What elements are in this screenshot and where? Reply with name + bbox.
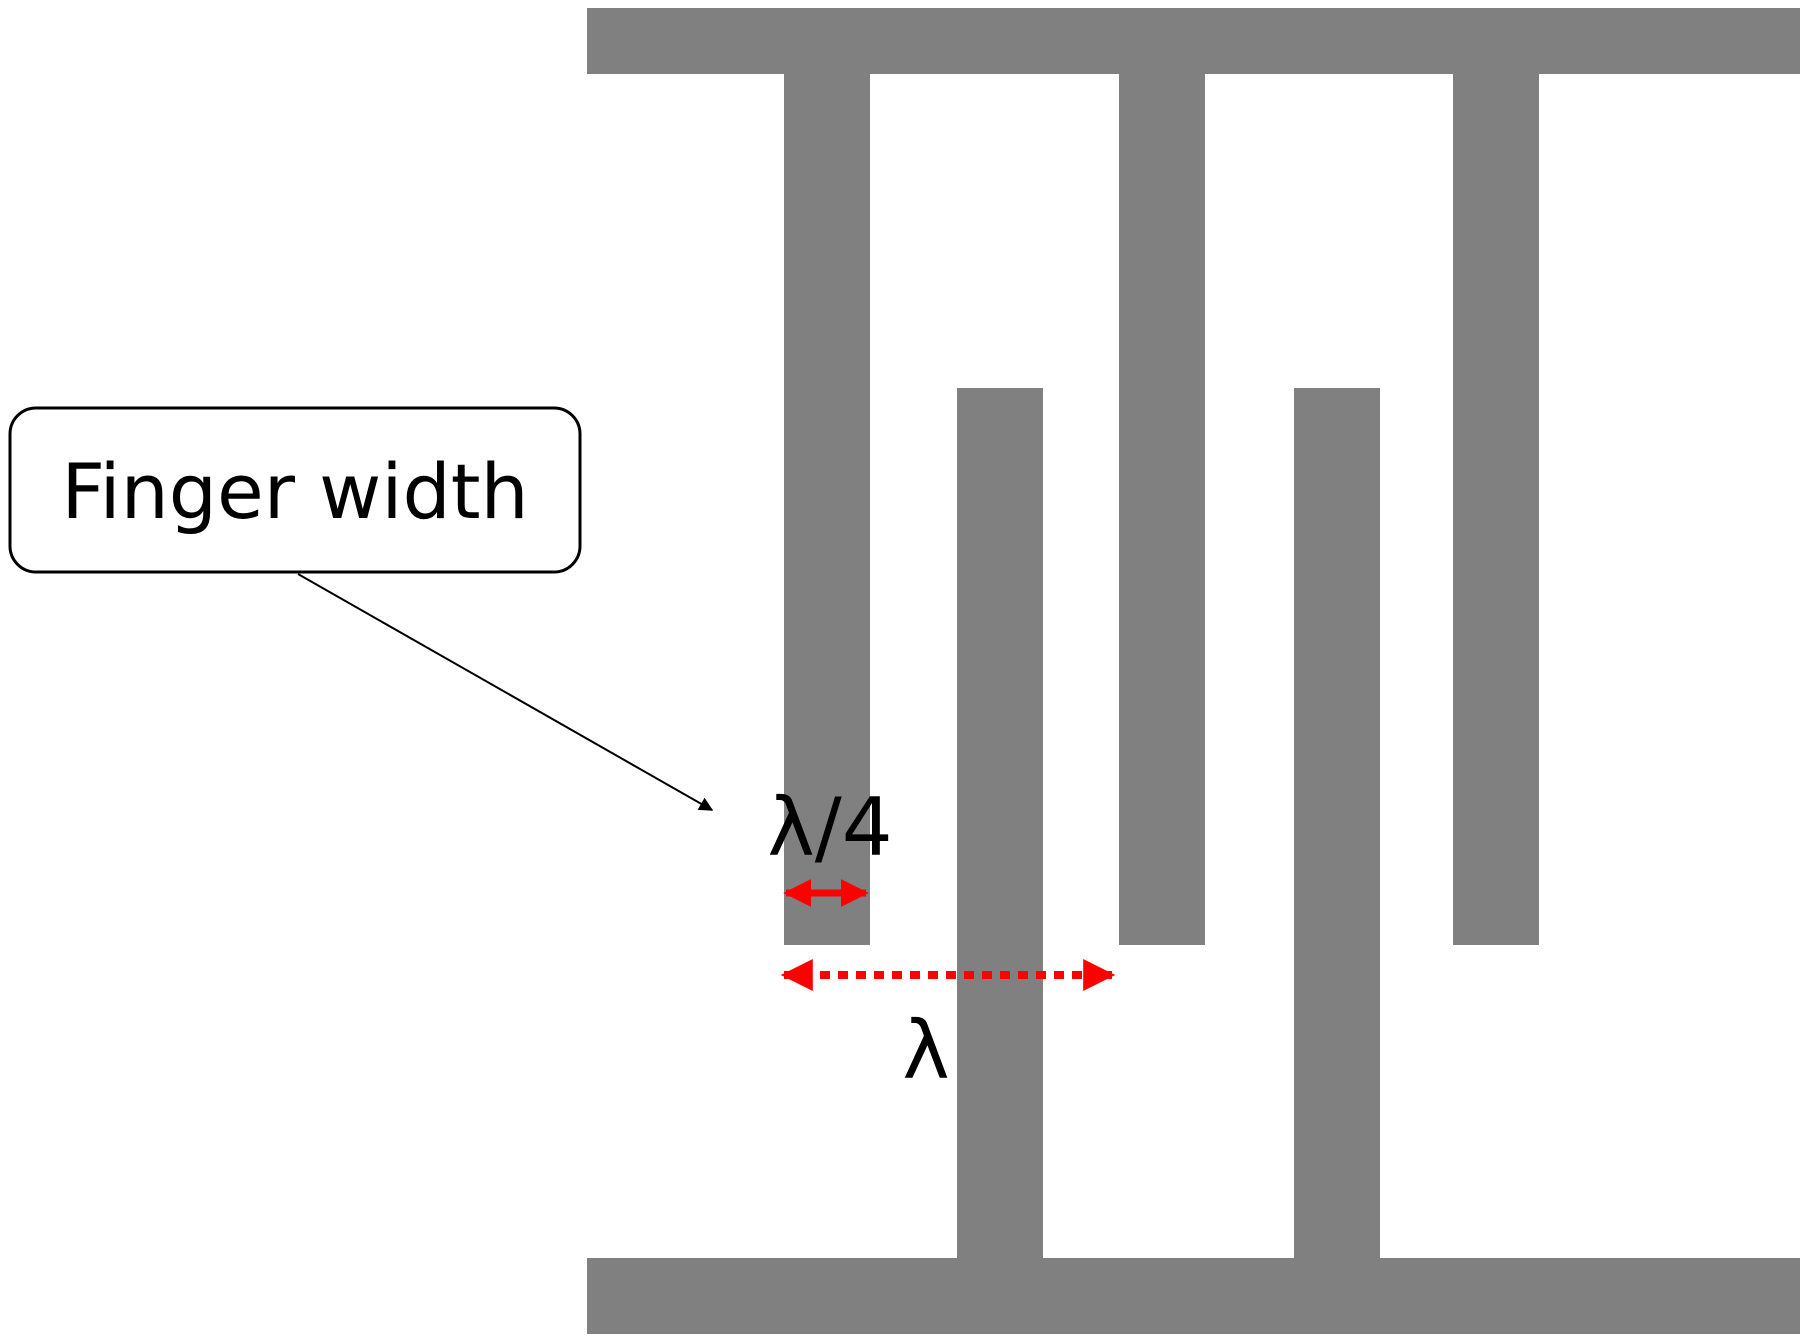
callout-label: Finger width: [61, 447, 528, 536]
top-finger-1: [784, 70, 870, 945]
bottom-bus-bar: [587, 1258, 1800, 1334]
finger-width-label: λ/4: [767, 781, 892, 874]
wavelength-label: λ: [902, 1004, 949, 1097]
top-finger-2: [1119, 70, 1205, 945]
callout-pointer: [297, 573, 714, 811]
callout-box: [8, 406, 582, 574]
top-bus-bar: [587, 8, 1800, 74]
top-finger-3: [1453, 70, 1539, 945]
bottom-finger-1: [957, 388, 1043, 1263]
bottom-finger-2: [1294, 388, 1380, 1263]
